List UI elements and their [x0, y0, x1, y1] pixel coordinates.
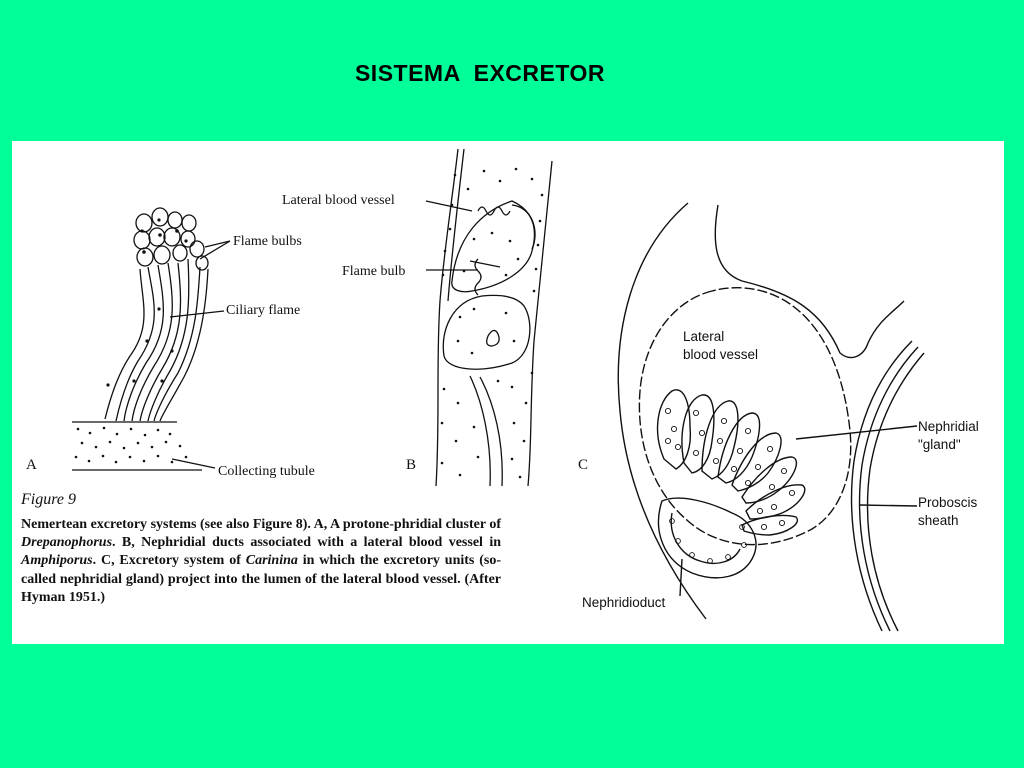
label-flame-bulbs: Flame bulbs [233, 234, 302, 249]
caption-species-2: Amphiporus [21, 553, 93, 569]
label-ciliary-flame: Ciliary flame [226, 303, 300, 318]
panel-c-letter: C [578, 457, 588, 473]
panel-b-dots [440, 167, 544, 479]
flame-bulb-cells [133, 207, 209, 271]
label-b-flame-bulb: Flame bulb [342, 264, 405, 279]
panel-a-drawing [72, 207, 231, 471]
figure-label: Figure 9 [20, 491, 76, 508]
vessel-left-wall [435, 148, 459, 487]
label-c-blood-vessel: blood vessel [683, 347, 758, 362]
panel-b-drawing [435, 148, 553, 487]
panel-a-letter: A [26, 457, 37, 473]
slide-title: SISTEMA EXCRETOR [354, 60, 606, 86]
caption-text-1: Nemertean excretory systems (see also Fi… [21, 517, 501, 532]
flame-bulb-squiggle-1 [477, 206, 511, 216]
caption-species-3: Carinina [245, 553, 298, 569]
lateral-blood-vessel-outline [638, 287, 852, 546]
panel-b-letter: B [406, 457, 416, 473]
label-nephridial: Nephridial [918, 419, 979, 434]
label-collecting-tubule: Collecting tubule [218, 464, 315, 479]
caption-text-4: in which the excretory units (so-called … [21, 553, 502, 605]
label-c-lateral: Lateral [683, 329, 724, 344]
ciliary-stalk [104, 258, 209, 422]
label-sheath: sheath [918, 513, 959, 528]
flame-bulb-squiggle-2 [474, 258, 482, 296]
figure-drawing: Flame bulbs Ciliary flame Collecting tub… [20, 148, 979, 632]
label-proboscis: Proboscis [918, 495, 978, 510]
body-wall [617, 202, 707, 620]
figure-caption: Nemertean excretory systems (see also Fi… [21, 516, 501, 607]
caption-text-2: . B, Nephridial ducts associated with a … [112, 535, 501, 551]
flame-bulb-squiggle-3 [486, 329, 500, 347]
label-nephridioduct: Nephridioduct [582, 595, 666, 610]
nephridial-duct-upper [451, 200, 536, 293]
caption-species-1: Drepanophorus [21, 535, 113, 551]
figure-panel: Flame bulbs Ciliary flame Collecting tub… [12, 141, 1004, 644]
caption-text-3: . C, Excretory system of [92, 553, 246, 569]
vessel-right-wall [527, 160, 553, 487]
nephridioduct-cup [657, 497, 757, 579]
label-gland: "gland" [918, 437, 961, 452]
nephridial-gland-lobes [656, 389, 806, 536]
nephridial-duct-lower [442, 294, 531, 370]
panel-c-drawing [617, 202, 925, 632]
proboscis-sheath [850, 340, 925, 632]
tubule-dots [74, 426, 188, 464]
label-b-lateral-blood-vessel: Lateral blood vessel [282, 193, 395, 208]
gland-cell-texture [664, 407, 796, 564]
